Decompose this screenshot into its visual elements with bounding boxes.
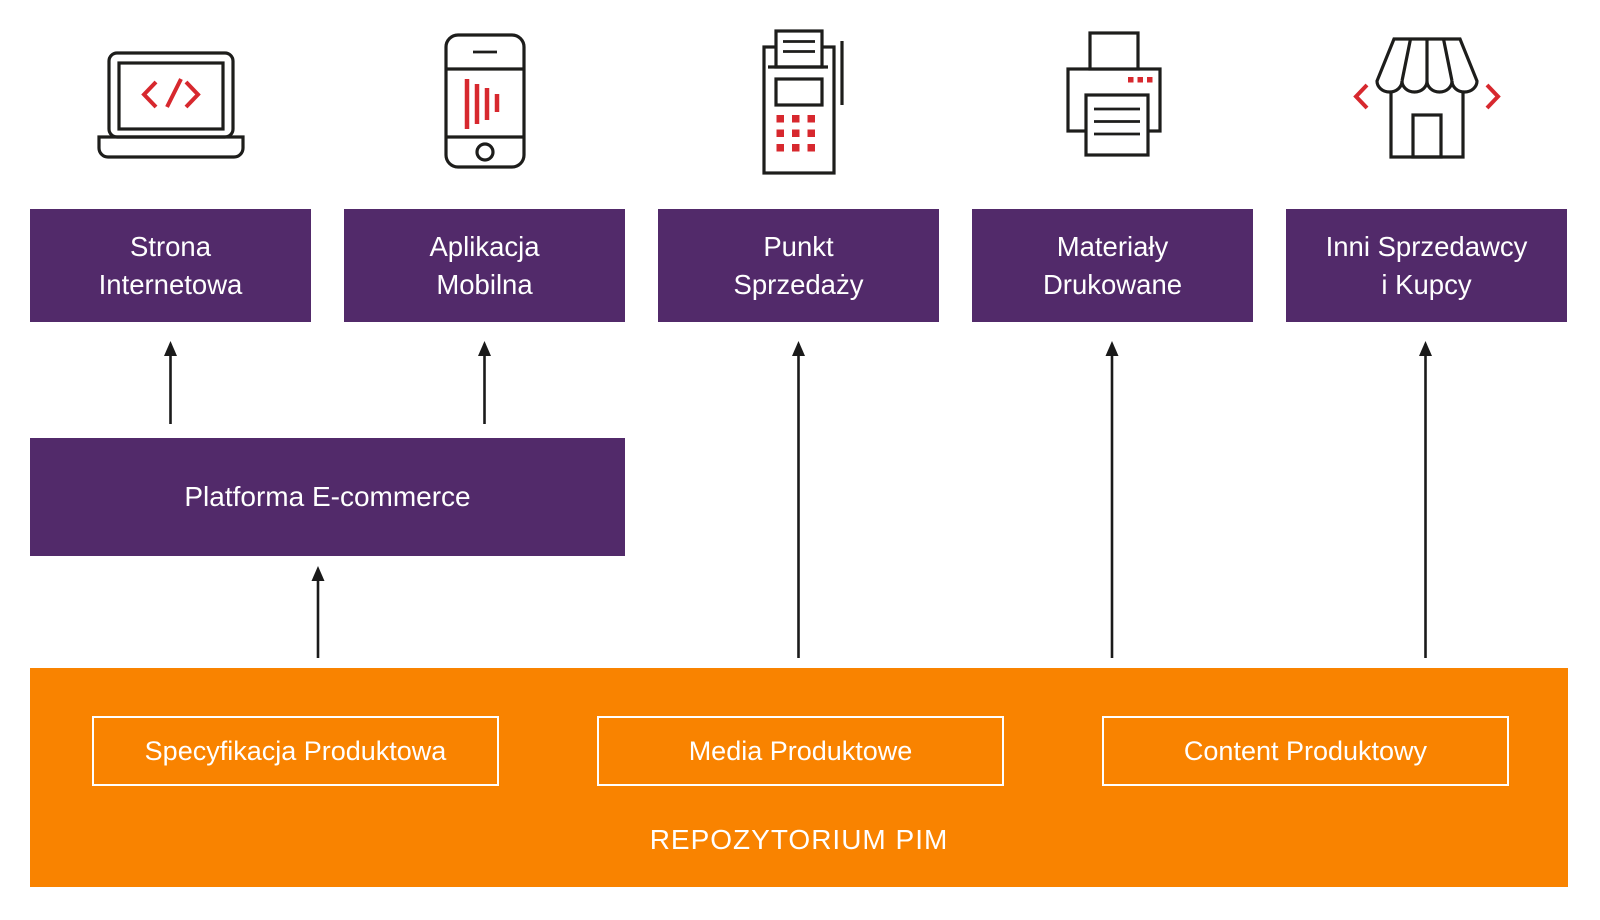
pim-module-product-content: Content Produktowy — [1102, 716, 1509, 786]
channel-mobile-app: Aplikacja Mobilna — [344, 0, 625, 322]
keypad-dots — [776, 115, 815, 152]
channel-printed-materials: Materiały Drukowane — [972, 0, 1253, 322]
channel-label-point-of-sale: Punkt Sprzedaży — [658, 209, 939, 322]
pim-module-product-specification: Specyfikacja Produktowa — [92, 716, 499, 786]
channel-label-line: i Kupcy — [1381, 268, 1472, 300]
channel-label-line: Punkt — [763, 230, 834, 262]
channel-label-other-sellers: Inni Sprzedawcy i Kupcy — [1286, 209, 1567, 322]
channel-point-of-sale: Punkt Sprzedaży — [658, 0, 939, 322]
arrow-pim-to-point-of-sale — [792, 341, 805, 658]
pim-module-product-media: Media Produktowe — [597, 716, 1004, 786]
channel-label-line: Sprzedaży — [733, 268, 864, 300]
channel-label-line: Drukowane — [1042, 268, 1183, 300]
channel-label-printed-materials: Materiały Drukowane — [972, 209, 1253, 322]
printer-indicator-dots — [1127, 77, 1152, 83]
channel-label-line: Internetowa — [98, 268, 243, 300]
channel-label-website: Strona Internetowa — [30, 209, 311, 322]
arrow-pim-to-printed-materials — [1105, 341, 1119, 658]
pos-terminal-icon — [719, 24, 879, 176]
arrow-ecommerce-to-mobile-app — [478, 341, 491, 424]
pim-module-label: Media Produktowe — [688, 735, 913, 766]
pim-module-label: Specyfikacja Produktowa — [144, 735, 447, 766]
storefront-icon — [1347, 24, 1507, 176]
channel-other-sellers: Inni Sprzedawcy i Kupcy — [1286, 0, 1567, 322]
channel-label-mobile-app: Aplikacja Mobilna — [344, 209, 625, 322]
channel-label-line: Materiały — [1056, 230, 1169, 262]
arrow-pim-to-other-sellers — [1419, 341, 1432, 658]
arrow-ecommerce-to-website — [164, 341, 177, 424]
printer-icon — [1033, 24, 1193, 176]
pim-repository-box: Specyfikacja Produktowa Media Produktowe… — [30, 668, 1568, 887]
laptop-code-icon — [91, 24, 251, 176]
arrow-pim-to-ecommerce — [311, 566, 325, 658]
channel-label-line: Aplikacja — [429, 230, 540, 262]
channel-label-line: Mobilna — [436, 268, 533, 300]
pim-module-label: Content Produktowy — [1183, 735, 1428, 766]
ecommerce-platform-box: Platforma E-commerce — [30, 438, 625, 556]
pim-repository-title: REPOZYTORIUM PIM — [649, 824, 949, 855]
mobile-app-icon — [405, 24, 565, 176]
channel-label-line: Inni Sprzedawcy — [1325, 230, 1528, 262]
channel-website: Strona Internetowa — [30, 0, 311, 322]
ecommerce-platform-label: Platforma E-commerce — [184, 481, 471, 512]
channel-label-line: Strona — [129, 230, 212, 262]
